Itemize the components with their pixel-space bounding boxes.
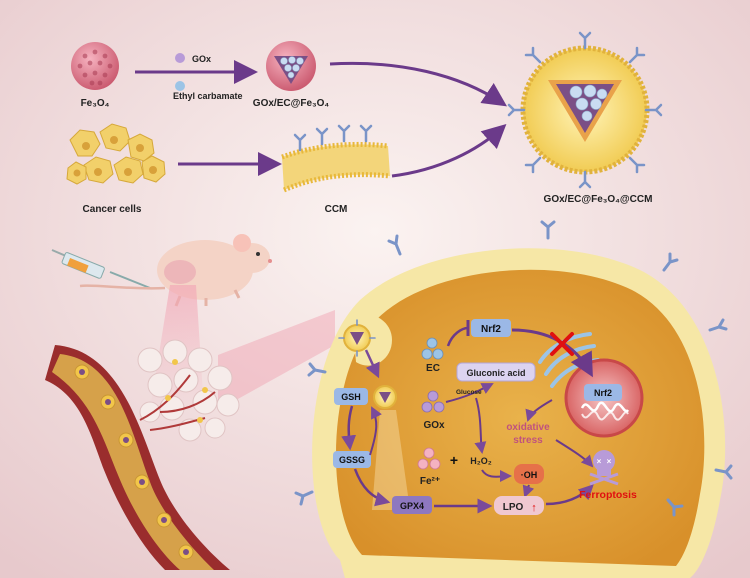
- arrow-lpo-ferroptosis: [545, 484, 594, 506]
- svg-text:×: ×: [607, 457, 612, 466]
- gluconic-acid-label: Gluconic acid: [466, 368, 525, 378]
- syringe-icon: [51, 249, 151, 289]
- ferroptosis-label: Ferroptosis: [579, 489, 637, 501]
- ec-molecules: [421, 337, 444, 360]
- blocked-cross-icon: [550, 332, 574, 356]
- gluconic-acid-box: [456, 362, 536, 382]
- arrow-oh-lpo: [522, 484, 535, 498]
- ec-label: Ethyl carbamate: [173, 91, 243, 101]
- ccm-membrane: [281, 124, 391, 193]
- fe2-label: Fe²⁺: [420, 476, 440, 487]
- arrow-fenton: [481, 469, 512, 483]
- ccm-label: CCM: [325, 204, 348, 215]
- plus-sign: +: [450, 452, 458, 468]
- arrow-glucose: [445, 383, 494, 403]
- targeting-beam-2: [218, 310, 335, 410]
- gox-label-cell: GOx: [423, 420, 445, 431]
- final-nanoparticle: [507, 31, 663, 189]
- oxidative-stress-line2: stress: [513, 435, 543, 446]
- cancer-cells-cluster: [66, 123, 166, 185]
- nrf2-label: Nrf2: [481, 324, 501, 335]
- arrow-oxidative-ferroptosis: [555, 439, 594, 468]
- tumor-cluster: [137, 339, 240, 442]
- nrf2-nucleus-label: Nrf2: [594, 388, 612, 398]
- arrow-endocytosis: [364, 349, 380, 379]
- gpx4-label: GPX4: [400, 501, 424, 511]
- fe3o4-particle: [71, 42, 119, 90]
- ec-label-cell: EC: [426, 363, 440, 374]
- svg-text:×: ×: [597, 457, 602, 466]
- nrf2-box: [471, 319, 511, 337]
- skull-icon: × ×: [589, 450, 619, 486]
- gox-icon: [175, 53, 185, 63]
- blood-vessel: [45, 345, 230, 570]
- arrow-gsh-gssg: [341, 405, 357, 451]
- final-label: GOx/EC@Fe₃O₄@CCM: [544, 194, 653, 205]
- gsh-label: GSH: [341, 392, 361, 402]
- gox-label: GOx: [192, 54, 211, 64]
- cancer-cells-label: Cancer cells: [83, 204, 142, 215]
- arrow-gssg-gpx4: [353, 468, 391, 507]
- gox-molecules: [421, 390, 445, 413]
- arrow-gssg-gsh: [369, 406, 382, 456]
- tumor-cell: [312, 248, 726, 578]
- nanoparticle-entering: [338, 319, 376, 357]
- gssg-label: GSSG: [339, 455, 365, 465]
- release-glow: [372, 410, 410, 510]
- gox-ec-fe3o4-label: GOx/EC@Fe₃O₄: [253, 98, 330, 109]
- ethyl-carbamate-icon: [175, 81, 185, 91]
- arrow-to-oxidative: [525, 399, 553, 422]
- fe3o4-label: Fe₃O₄: [81, 98, 110, 109]
- lpo-label: LPO: [503, 502, 524, 513]
- gssg-box: [333, 451, 371, 468]
- arrow-to-final-top: [329, 61, 507, 107]
- gsh-box: [334, 388, 368, 405]
- nrf2-nucleus-box: [584, 384, 622, 401]
- fe2-molecules: [417, 447, 441, 470]
- arrow-to-h2o2: [474, 397, 487, 454]
- lpo-up-arrow: ↑: [531, 502, 537, 514]
- lpo-box: [494, 496, 544, 515]
- nanoparticle-inside: [373, 385, 397, 409]
- inhibit-ec-nrf2: [446, 326, 469, 347]
- gox-ec-fe3o4-particle: [266, 41, 316, 91]
- oh-label: ·OH: [521, 470, 538, 480]
- arrow-to-final-bottom: [391, 123, 507, 178]
- oh-radical-box: [514, 464, 544, 484]
- h2o2-label: H₂O₂: [470, 456, 492, 466]
- glucose-label: Glucose: [456, 389, 482, 396]
- gpx4-box: [392, 496, 432, 514]
- oxidative-stress-line1: oxidative: [506, 422, 550, 433]
- surface-receptors: [294, 220, 733, 517]
